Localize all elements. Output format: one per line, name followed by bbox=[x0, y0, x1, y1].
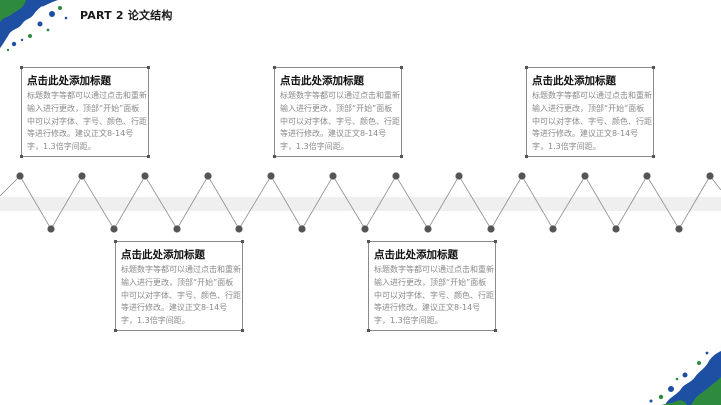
zigzag-line bbox=[0, 175, 721, 230]
timeline-dot bbox=[16, 172, 24, 180]
card-title[interactable]: 点击此处添加标题 bbox=[121, 249, 205, 261]
card-title[interactable]: 点击此处添加标题 bbox=[374, 249, 458, 261]
card-title[interactable]: 点击此处添加标题 bbox=[280, 75, 364, 87]
timeline-dot bbox=[141, 172, 149, 180]
card-body[interactable]: 标题数字等都可以通过点击和重新输入进行更改，顶部“开始”面板中可以对字体、字号、… bbox=[121, 265, 241, 326]
timeline-dot bbox=[173, 225, 181, 233]
timeline-dot bbox=[706, 172, 714, 180]
paint-splash-bottom-right bbox=[649, 351, 721, 405]
timeline-dot bbox=[47, 225, 55, 233]
text-card-2[interactable]: 点击此处添加标题 标题数字等都可以通过点击和重新输入进行更改，顶部“开始”面板中… bbox=[273, 66, 403, 158]
text-card-3[interactable]: 点击此处添加标题 标题数字等都可以通过点击和重新输入进行更改，顶部“开始”面板中… bbox=[525, 66, 655, 158]
timeline-dot bbox=[78, 172, 86, 180]
text-card-1[interactable]: 点击此处添加标题 标题数字等都可以通过点击和重新输入进行更改，顶部“开始”面板中… bbox=[20, 66, 150, 158]
card-body[interactable]: 标题数字等都可以通过点击和重新输入进行更改，顶部“开始”面板中可以对字体、字号、… bbox=[27, 91, 147, 152]
text-card-5[interactable]: 点击此处添加标题 标题数字等都可以通过点击和重新输入进行更改，顶部“开始”面板中… bbox=[367, 240, 497, 332]
text-card-4[interactable]: 点击此处添加标题 标题数字等都可以通过点击和重新输入进行更改，顶部“开始”面板中… bbox=[114, 240, 244, 332]
timeline-dot bbox=[487, 225, 495, 233]
page-title: PART 2 论文结构 bbox=[80, 9, 173, 22]
timeline-dot bbox=[204, 172, 212, 180]
timeline-dot bbox=[424, 225, 432, 233]
timeline-dot bbox=[298, 225, 306, 233]
timeline-dot bbox=[549, 225, 557, 233]
timeline-dot bbox=[329, 172, 337, 180]
timeline-dot bbox=[581, 172, 589, 180]
card-body[interactable]: 标题数字等都可以通过点击和重新输入进行更改，顶部“开始”面板中可以对字体、字号、… bbox=[532, 91, 652, 152]
timeline-dot bbox=[267, 172, 275, 180]
timeline-dot bbox=[643, 172, 651, 180]
card-title[interactable]: 点击此处添加标题 bbox=[27, 75, 111, 87]
timeline-dot bbox=[518, 172, 526, 180]
timeline-dot bbox=[361, 225, 369, 233]
timeline-dot bbox=[455, 172, 463, 180]
timeline-dot bbox=[110, 225, 118, 233]
paint-splash-top-left bbox=[0, 0, 68, 52]
card-body[interactable]: 标题数字等都可以通过点击和重新输入进行更改，顶部“开始”面板中可以对字体、字号、… bbox=[280, 91, 400, 152]
timeline-dot bbox=[612, 225, 620, 233]
timeline-dot bbox=[235, 225, 243, 233]
timeline-dot bbox=[392, 172, 400, 180]
timeline-dot bbox=[675, 225, 683, 233]
card-body[interactable]: 标题数字等都可以通过点击和重新输入进行更改，顶部“开始”面板中可以对字体、字号、… bbox=[374, 265, 494, 326]
card-title[interactable]: 点击此处添加标题 bbox=[532, 75, 616, 87]
